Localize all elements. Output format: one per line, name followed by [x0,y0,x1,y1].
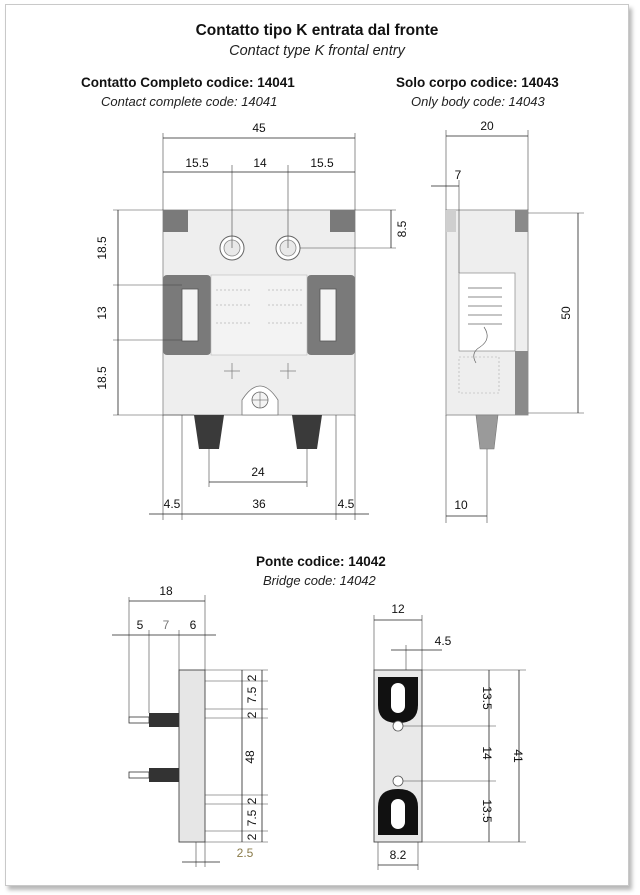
dim-bf-8-2: 8.2 [390,848,407,862]
bridge-front-view: 12 4.5 13.5 14 41 13.5 8.2 [373,602,526,870]
dim-bf-14: 14 [480,746,494,760]
bridge-side-view: 18 5 7 6 7.5 2 2 48 2 7.5 2 [112,584,268,867]
body-only-heading: Solo corpo codice: 14043 [396,75,559,90]
dim-side-10: 10 [454,498,468,512]
dim-bridge-6: 6 [190,618,197,632]
dim-bridge-2-c: 2 [245,797,259,804]
dim-front-mid: 14 [253,156,267,170]
dim-front-24: 24 [251,465,265,479]
body-only-subheading: Only body code: 14043 [411,94,545,109]
dim-front-36: 36 [252,497,266,511]
dim-front-width: 45 [252,121,266,135]
dim-bridge-18: 18 [159,584,173,598]
bridge-subheading: Bridge code: 14042 [263,573,376,588]
dim-bridge-2-d: 2 [245,833,259,840]
drawing-sheet: Contatto tipo K entrata dal fronte Conta… [5,4,629,886]
page-subtitle: Contact type K frontal entry [229,43,405,59]
dim-bridge-7-5-bot: 7.5 [245,809,259,826]
dim-front-left: 15.5 [185,156,209,170]
dim-bridge-2-a: 2 [245,674,259,681]
dim-bf-12: 12 [391,602,405,616]
dim-front-right: 15.5 [310,156,334,170]
dim-front-h3: 18.5 [95,366,109,390]
dim-bridge-2-b: 2 [245,711,259,718]
dim-bf-13-5-top: 13.5 [480,686,494,710]
dim-bf-41: 41 [511,749,525,763]
dim-side-7: 7 [455,168,462,182]
complete-contact-subheading: Contact complete code: 14041 [101,94,278,109]
dim-front-8-5: 8.5 [395,220,409,237]
front-view: 45 15.5 14 15.5 8.5 18.5 13 18.5 24 [95,121,409,520]
dim-side-20: 20 [480,119,494,133]
dim-bridge-7-5-top: 7.5 [245,686,259,703]
dim-front-h2: 13 [95,306,109,320]
dim-bridge-7: 7 [163,618,170,632]
dim-bf-4-5: 4.5 [435,634,452,648]
dim-bridge-48: 48 [243,750,257,764]
side-view: 20 7 50 10 [431,119,584,523]
technical-drawing: 45 15.5 14 15.5 8.5 18.5 13 18.5 24 [95,119,584,870]
page-title: Contatto tipo K entrata dal fronte [195,22,439,39]
bridge-heading: Ponte codice: 14042 [256,554,386,569]
dim-front-h1: 18.5 [95,236,109,260]
complete-contact-heading: Contatto Completo codice: 14041 [81,75,295,90]
dim-front-4-5-left: 4.5 [164,497,181,511]
dim-side-50: 50 [559,306,573,320]
dim-front-4-5-right: 4.5 [338,497,355,511]
dim-bridge-5: 5 [137,618,144,632]
dim-bf-13-5-bot: 13.5 [480,799,494,823]
dim-bridge-2-5: 2.5 [237,846,254,860]
